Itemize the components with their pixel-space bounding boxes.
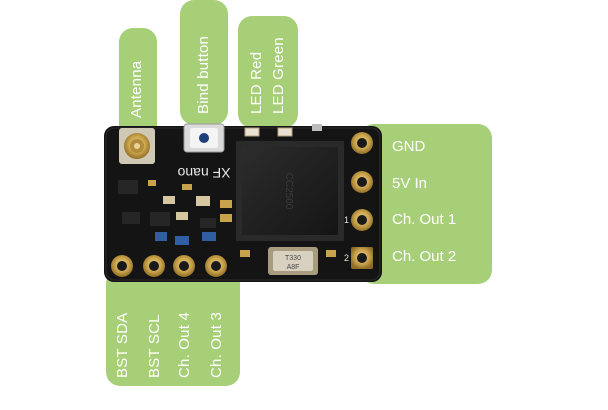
led-green	[277, 127, 293, 137]
pin-mark-2: 2	[344, 253, 349, 263]
pin-mark-1: 1	[344, 215, 349, 225]
label-ch-out-3: Ch. Out 3	[208, 312, 225, 378]
bottom-callout	[106, 270, 240, 386]
brand-label: XF nano	[177, 165, 230, 181]
label-5v-in: 5V In	[392, 175, 428, 192]
led-red	[244, 127, 260, 137]
bind-callout	[180, 0, 228, 125]
label-bind-button: Bind button	[195, 35, 212, 114]
svg-text:A8F: A8F	[287, 264, 300, 271]
antenna-connector	[119, 128, 155, 164]
label-ch-out-2: Ch. Out 2	[392, 248, 457, 265]
label-ch-out-4: Ch. Out 4	[176, 312, 193, 378]
led-callout	[238, 16, 298, 128]
bottom-pads	[111, 255, 227, 277]
main-chip: CC2500	[236, 141, 344, 241]
label-ch-out-1: Ch. Out 1	[392, 211, 457, 228]
label-antenna: Antenna	[128, 60, 145, 118]
label-led-red: LED Red	[248, 51, 265, 114]
label-gnd: GND	[392, 138, 426, 155]
svg-text:T330: T330	[285, 255, 301, 262]
bind-button	[183, 123, 225, 153]
smd-components	[118, 180, 336, 257]
label-bst-sda: BST SDA	[114, 312, 131, 378]
label-bst-scl: BST SCL	[146, 314, 163, 378]
right-pads	[351, 132, 373, 269]
label-led-green: LED Green	[270, 37, 287, 114]
svg-text:CC2500: CC2500	[283, 173, 294, 210]
crystal: T330 A8F	[268, 247, 318, 275]
